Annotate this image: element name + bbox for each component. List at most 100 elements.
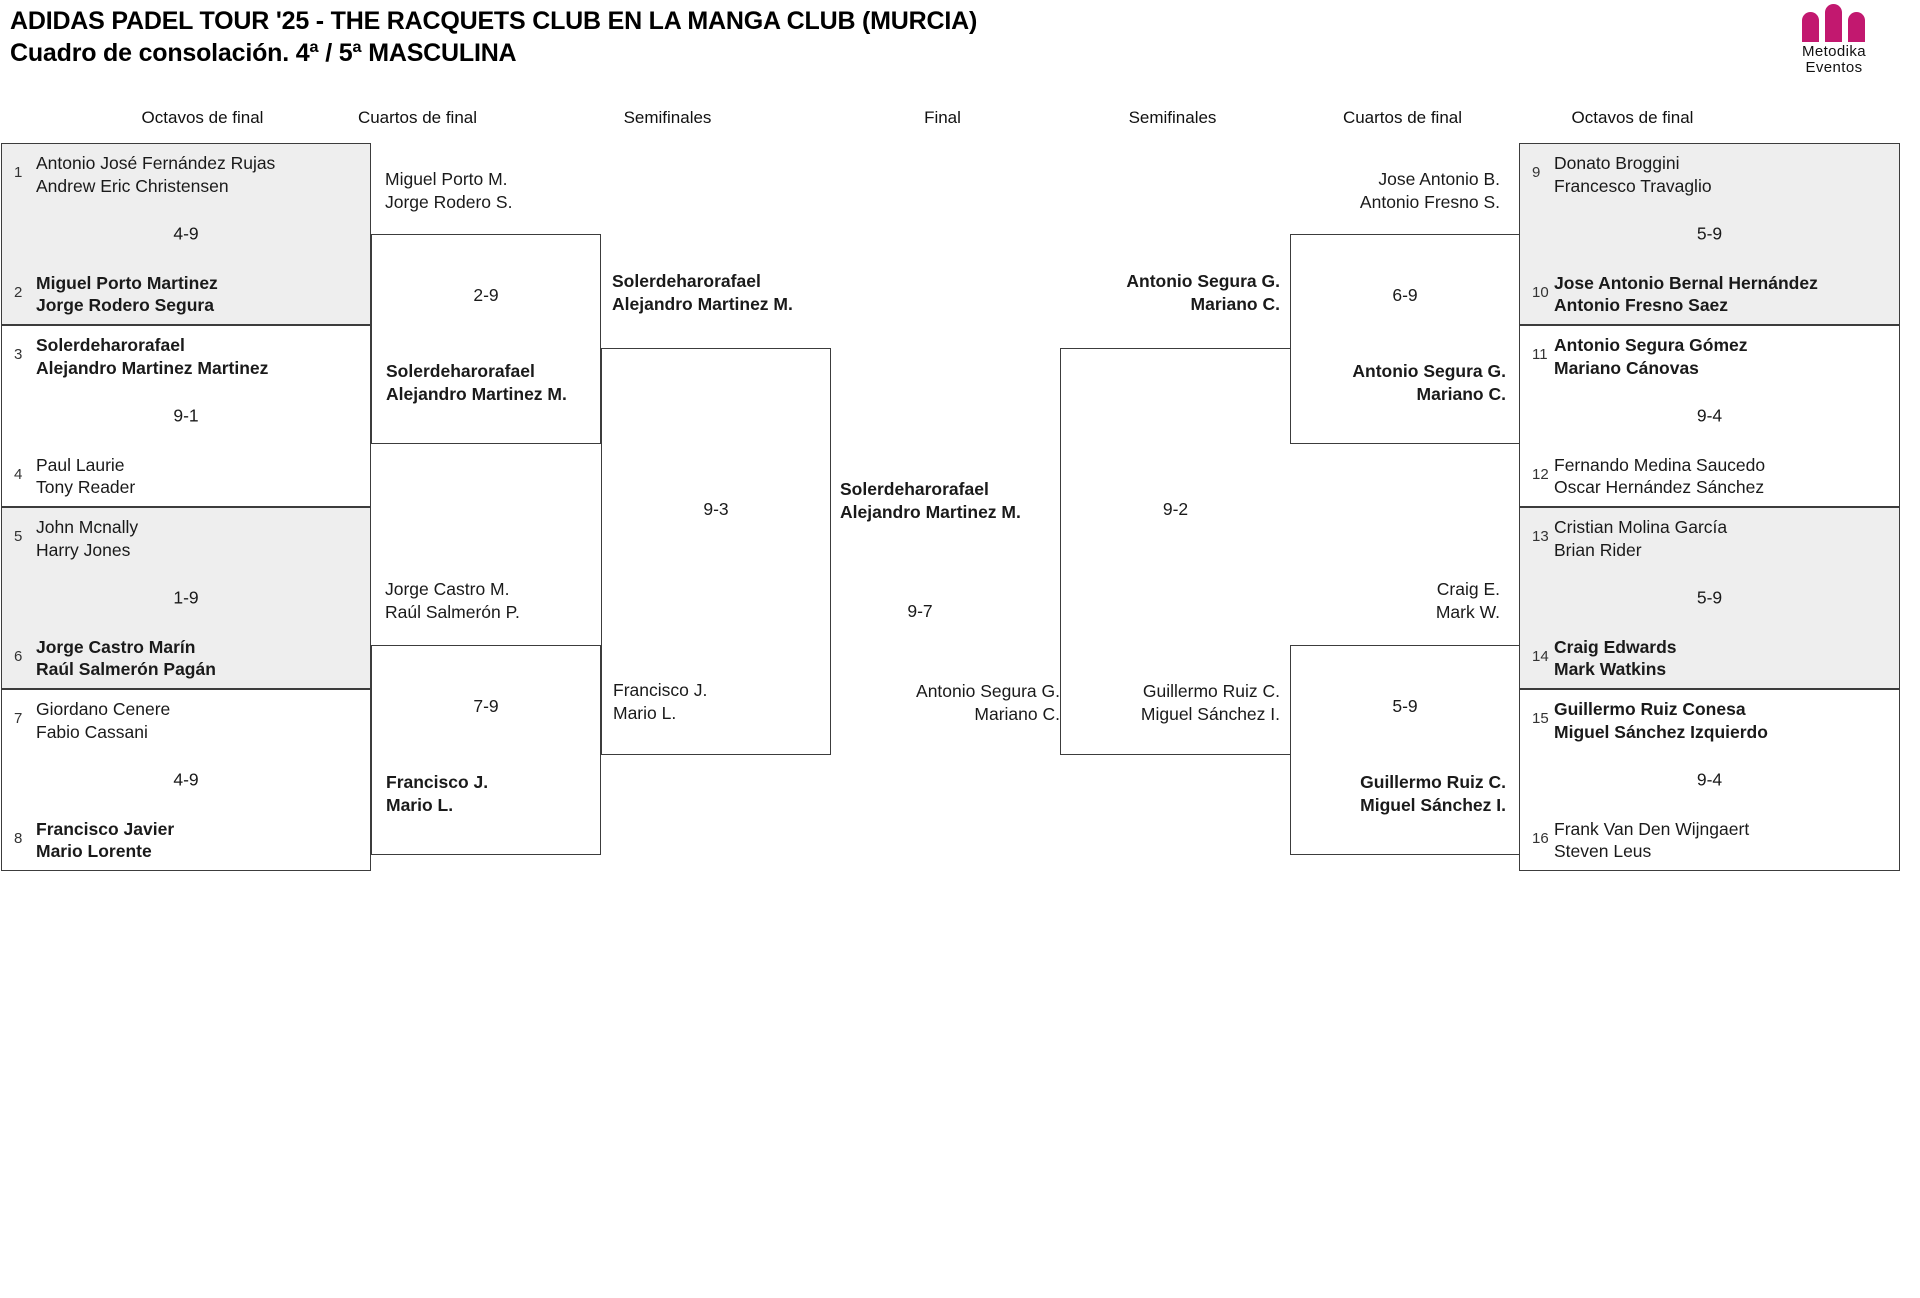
match-left-r16-3[interactable]: 5 John Mcnally Harry Jones 1-9 6 Jorge C… [1,507,371,689]
match-left-qf-1[interactable]: 2-9 Solerdeharorafael Alejandro Martinez… [371,234,601,444]
player-name-2: Fabio Cassani [36,721,148,742]
tournament-title: ADIDAS PADEL TOUR '25 - THE RACQUETS CLU… [10,7,978,35]
match-right-r16-3[interactable]: 13 Cristian Molina García Brian Rider 5-… [1519,507,1900,689]
player-name-1: Solerdeharorafael [386,361,535,381]
player-name-1: Jose Antonio Bernal Hernández [1554,272,1818,293]
match-left-r16-4[interactable]: 7 Giordano Cenere Fabio Cassani 4-9 8 Fr… [1,689,371,871]
match-left-r16-1[interactable]: 1 Antonio José Fernández Rujas Andrew Er… [1,143,371,325]
player-name-2: Steven Leus [1554,841,1652,862]
player-name-2: Mariano C. [1416,383,1506,404]
player-name-2: Antonio Fresno Saez [1554,295,1729,316]
player-name-1: Frank Van Den Wijngaert [1554,818,1750,839]
player-name-2: Antonio Fresno S. [1359,191,1500,212]
qf-right-2-entrant-bottom[interactable]: Guillermo Ruiz C. Miguel Sánchez I. [1231,771,1506,817]
final-entrant-bottom[interactable]: Antonio Segura G. Mariano C. [700,680,1060,726]
qf-right-1-entrant-top[interactable]: Jose Antonio B. Antonio Fresno S. [1080,168,1500,214]
match-left-r16-2[interactable]: 3 Solerdeharorafael Alejandro Martinez M… [1,325,371,507]
player-name-2: Mariano Cánovas [1554,357,1699,378]
qf-left-1-entrant-bottom[interactable]: Solerdeharorafael Alejandro Martinez M. [386,360,567,406]
player-name-2: Mariano C. [1190,293,1280,314]
match-left-sf-1[interactable]: 9-3 Francisco J. Mario L. [601,348,831,755]
sf-left-entrant-top[interactable]: Solerdeharorafael Alejandro Martinez M. [612,270,793,316]
entrant-bottom[interactable]: 2 Miguel Porto Martinez Jorge Rodero Seg… [14,272,218,318]
player-name-2: Brian Rider [1554,539,1642,560]
player-name-2: Alejandro Martinez M. [840,501,1021,522]
round-header-right-octavos: Octavos de final [1571,108,1694,127]
player-name-2: Tony Reader [36,477,136,498]
entrant-top[interactable]: 13 Cristian Molina García Brian Rider [1532,516,1727,562]
match-score: 6-9 [1392,285,1418,305]
entrant-top[interactable]: 1 Antonio José Fernández Rujas Andrew Er… [14,152,275,198]
player-name-2: Oscar Hernández Sánchez [1554,477,1765,498]
entrant-top[interactable]: 3 Solerdeharorafael Alejandro Martinez M… [14,334,268,380]
seed-number: 13 [1532,528,1549,545]
entrant-top[interactable]: 15 Guillermo Ruiz Conesa Miguel Sánchez … [1532,698,1768,744]
entrant-bottom[interactable]: 6 Jorge Castro Marín Raúl Salmerón Pagán [14,636,216,682]
seed-number: 11 [1532,346,1548,363]
player-name-1: Guillermo Ruiz C. [1142,681,1280,701]
player-name-2: Mariano C. [974,703,1060,724]
match-score: 5-9 [1696,223,1723,244]
seed-number: 6 [14,647,23,665]
qf-left-1-entrant-top[interactable]: Miguel Porto M. Jorge Rodero S. [385,168,512,214]
entrant-bottom[interactable]: 12 Fernando Medina Saucedo Oscar Hernánd… [1532,454,1765,500]
qf-left-2-entrant-bottom[interactable]: Francisco J. Mario L. [386,771,488,817]
match-left-qf-2[interactable]: 7-9 Francisco J. Mario L. [371,645,601,855]
entrant-bottom[interactable]: 10 Jose Antonio Bernal Hernández Antonio… [1532,272,1818,318]
match-right-r16-1[interactable]: 9 Donato Broggini Francesco Travaglio 5-… [1519,143,1900,325]
entrant-top[interactable]: 7 Giordano Cenere Fabio Cassani [14,698,170,744]
entrant-top[interactable]: 5 John Mcnally Harry Jones [14,516,138,562]
player-name-1: Miguel Porto Martinez [36,272,218,293]
qf-right-2-entrant-top[interactable]: Craig E. Mark W. [1080,578,1500,624]
player-name-1: Paul Laurie [36,454,125,475]
sf-left-entrant-bottom[interactable]: Francisco J. Mario L. [613,679,707,725]
seed-number: 12 [1532,465,1549,483]
player-name-1: Fernando Medina Saucedo [1554,454,1766,475]
match-right-sf-1[interactable]: 9-2 [1060,348,1290,755]
match-right-r16-4[interactable]: 15 Guillermo Ruiz Conesa Miguel Sánchez … [1519,689,1900,871]
qf-right-1-entrant-bottom[interactable]: Antonio Segura G. Mariano C. [1231,360,1506,406]
seed-number: 4 [14,465,23,483]
seed-number: 2 [14,283,23,301]
final-entrant-top[interactable]: Solerdeharorafael Alejandro Martinez M. [840,478,1021,524]
player-name-1: Solerdeharorafael [612,271,761,291]
match-score: 1-9 [173,587,199,608]
player-name-1: Jorge Castro M. [385,579,510,599]
match-score: 5-9 [1696,587,1723,608]
player-name-1: Francisco Javier [36,818,175,839]
round-header-right-semifinales: Semifinales [1128,108,1217,127]
sf-right-entrant-top[interactable]: Antonio Segura G. Mariano C. [1020,270,1280,316]
player-name-1: Donato Broggini [1554,153,1680,173]
final-score-wrap: 9-7 [830,600,1010,623]
match-right-qf-2[interactable]: 5-9 Guillermo Ruiz C. Miguel Sánchez I. [1290,645,1520,855]
player-name-1: Antonio Segura Gómez [1554,335,1748,355]
entrant-bottom[interactable]: 8 Francisco Javier Mario Lorente [14,818,174,864]
player-name-2: Alejandro Martinez M. [386,383,567,404]
entrant-top[interactable]: 11 Antonio Segura Gómez Mariano Cánovas [1532,334,1747,380]
match-right-r16-2[interactable]: 11 Antonio Segura Gómez Mariano Cánovas … [1519,325,1900,507]
entrant-bottom[interactable]: 16 Frank Van Den Wijngaert Steven Leus [1532,818,1749,864]
entrant-bottom[interactable]: 4 Paul Laurie Tony Reader [14,454,135,500]
player-name-1: Cristian Molina García [1554,517,1728,537]
seed-number: 1 [14,164,23,181]
match-right-qf-1[interactable]: 6-9 Antonio Segura G. Mariano C. [1290,234,1520,444]
entrant-bottom[interactable]: 14 Craig Edwards Mark Watkins [1532,636,1677,682]
sf-right-entrant-bottom[interactable]: Guillermo Ruiz C. Miguel Sánchez I. [1020,680,1280,726]
match-score: 7-9 [473,696,499,716]
round-header-right-cuartos: Cuartos de final [1342,108,1463,127]
player-name-2: Raúl Salmerón P. [385,601,520,622]
match-score: 4-9 [173,223,199,244]
entrant-top[interactable]: 9 Donato Broggini Francesco Travaglio [1532,152,1712,198]
player-name-2: Miguel Sánchez I. [1360,794,1506,815]
final-score: 9-7 [907,601,933,621]
player-name-1: Giordano Cenere [36,699,171,719]
match-score: 5-9 [1392,696,1418,716]
match-score: 9-3 [703,499,729,519]
player-name-1: Guillermo Ruiz C. [1360,772,1506,792]
player-name-1: Francisco J. [386,772,489,792]
player-name-2: Miguel Sánchez I. [1140,703,1280,724]
player-name-1: Craig Edwards [1554,636,1677,657]
player-name-2: Raúl Salmerón Pagán [36,659,216,680]
qf-left-2-entrant-top[interactable]: Jorge Castro M. Raúl Salmerón P. [385,578,520,624]
